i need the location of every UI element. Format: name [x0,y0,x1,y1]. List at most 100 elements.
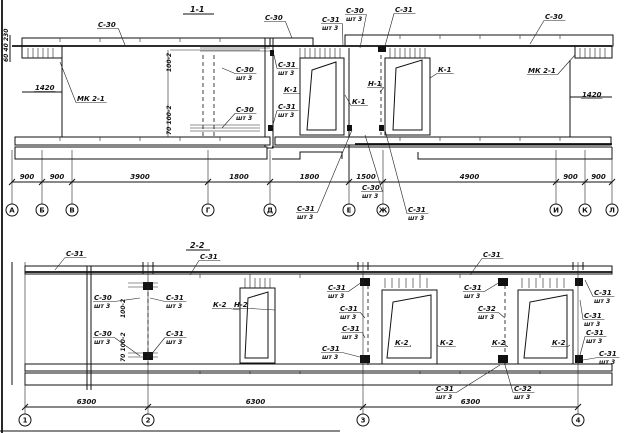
dimension-tick [38,178,46,186]
callout-mark: С-30 [236,106,254,114]
vertical-dimension: 100-2 [166,53,173,72]
leader-line [114,297,141,302]
dimension-value: 1500 [356,173,376,181]
axis-label: 2 [146,417,151,425]
callout: К-2 [394,339,412,347]
callout-mark: МК 2-1 [77,95,105,103]
dimension-tick [345,178,353,186]
callout-mark: С-31 [200,253,218,261]
leader-line [249,308,276,311]
callout-quantity: шт 3 [322,25,338,32]
leader-line [189,260,200,276]
callout-quantity: шт 3 [340,314,356,321]
callout-mark: С-31 [297,205,315,213]
dimension-tick [8,178,16,186]
leader-line [504,344,508,347]
callout-mark: 1420 [35,84,55,92]
axis-label: Г [206,207,211,215]
leader-line [149,337,166,357]
callout: С-31 [54,250,87,271]
leader-line [59,61,77,103]
callout-mark: С-30 [236,66,254,74]
callout-quantity: шт 3 [278,70,294,77]
callout: К-2 [212,301,241,311]
callout-mark: С-32 [478,305,496,313]
callout-mark: С-31 [395,6,413,14]
axis-marker [578,203,592,217]
callout: С-30 [529,13,566,45]
axis-label: И [553,207,559,215]
callout-mark: МК 2-1 [528,67,556,75]
leader-line [504,364,514,393]
callout-mark: С-31 [340,305,358,313]
leader-line [342,23,344,47]
axis-marker [35,203,49,217]
crane-beam-mk [574,45,613,59]
axis-label: А [9,207,15,215]
leader-line [584,279,594,297]
axis-marker [141,413,155,427]
callout: К-1 [283,86,301,94]
callout-quantity: шт 3 [586,338,602,345]
callout-mark: С-30 [346,7,364,15]
dimension-tick [379,178,387,186]
axis-marker [605,203,619,217]
callout-mark: С-31 [166,330,184,338]
callout-mark: С-31 [586,329,604,337]
frame-k1 [384,57,431,136]
leader-line [114,337,141,357]
callout-mark: С-31 [278,61,296,69]
leader-line [557,54,576,75]
dimension-value: 1800 [300,173,320,181]
dimension-value: 900 [591,173,606,181]
leader-line [359,14,367,49]
callout: МК 2-1 [527,54,576,75]
axis-marker [549,203,563,217]
dimension-tick [204,178,212,186]
axis-label: 3 [361,417,366,425]
callout-quantity: шт 3 [94,303,110,310]
callout-quantity: шт 3 [478,314,494,321]
leader-line [384,13,395,47]
leader-line [582,357,599,361]
leader-line [221,113,236,129]
dimension-value: 6300 [461,398,481,406]
axis-marker [376,203,390,217]
axis-label: Е [347,207,352,215]
axis-marker [201,203,215,217]
leader-line [484,281,501,292]
callout-quantity: шт 3 [594,298,610,305]
foundation-beam [24,372,613,386]
callout-mark: К-2 [395,339,409,347]
axis-marker [342,203,356,217]
callout-mark: К-1 [438,66,452,74]
callout-mark: С-31 [594,289,612,297]
leader-line [344,94,352,106]
callout-mark: С-30 [94,330,112,338]
callout-mark: К-2 [552,339,566,347]
dimension-value: 900 [563,173,578,181]
leader-line [384,129,408,214]
leader-line [436,344,440,347]
dimension-tick [144,403,152,411]
leader-line [362,332,366,339]
callout-quantity: шт 3 [166,339,182,346]
callout: 1420 [581,91,603,99]
axis-label: Д [267,207,273,215]
callout-quantity: шт 3 [584,321,600,328]
callout-quantity: шт 3 [328,293,344,300]
callout: 1420 [34,84,56,92]
column [264,37,274,149]
